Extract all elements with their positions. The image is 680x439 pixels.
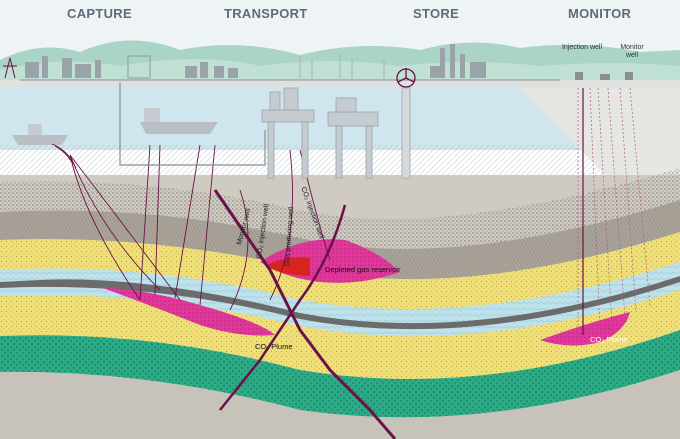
stage-store: STORE — [413, 6, 460, 21]
monitor-wells — [577, 87, 651, 331]
layer-teal — [0, 330, 680, 418]
subsea-pipeline — [119, 82, 266, 166]
transport-terminal — [185, 62, 238, 78]
layer-deep — [0, 370, 680, 439]
layer-yellow — [0, 232, 680, 310]
directional-wells — [69, 144, 331, 311]
stage-transport: TRANSPORT — [224, 6, 308, 21]
shore — [0, 80, 680, 88]
caprock-line — [0, 276, 680, 330]
pylon-icon — [3, 57, 17, 79]
monitor-well-label: Monitor well — [620, 44, 644, 59]
plume-right-label: CO₂ Plume — [590, 335, 628, 344]
onshore-land — [520, 88, 680, 180]
layer-stripe — [0, 200, 680, 280]
store-plant — [430, 44, 486, 78]
fault-line — [213, 189, 397, 439]
turbine-blades-icon — [397, 68, 415, 83]
plume-left-label: CO₂ Plume — [255, 342, 293, 351]
co2-plume-right — [540, 312, 630, 346]
capture-plant — [25, 55, 151, 79]
layer-gray-dots — [0, 168, 680, 249]
ship-left — [12, 124, 68, 145]
gas-cap-red — [265, 257, 310, 276]
wellheads — [575, 72, 633, 80]
turbine-tower — [401, 87, 411, 179]
wind-turbines — [299, 54, 385, 78]
co2-plume-left — [100, 287, 275, 336]
depleted-reservoir-label: Depleted gas reservoir — [325, 265, 401, 274]
stage-monitor: MONITOR — [568, 6, 632, 21]
fault-line-2 — [219, 204, 347, 411]
sonar-icon — [51, 143, 77, 169]
platform-2 — [327, 97, 379, 179]
platform-1 — [261, 87, 315, 179]
stage-capture: CAPTURE — [67, 6, 132, 21]
ship-tanker — [140, 108, 218, 134]
injection-well-label: Injection well — [561, 44, 603, 51]
